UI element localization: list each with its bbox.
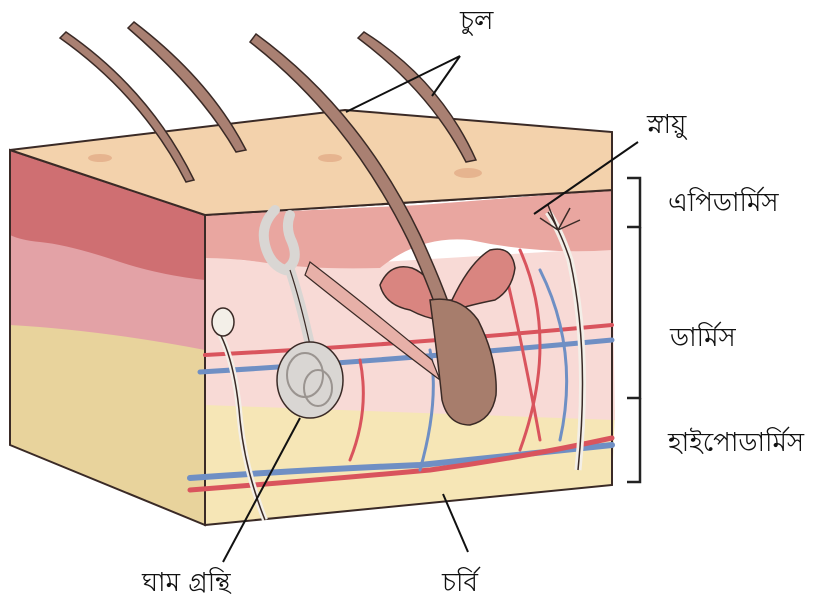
side-hypodermis (10, 320, 205, 525)
label-fat: চর্বি (442, 570, 478, 596)
label-hypodermis: হাইপোডার্মিস (668, 430, 804, 456)
label-hair: চুল (460, 8, 493, 34)
label-sweat-gland: ঘাম গ্রন্থি (142, 570, 231, 596)
layer-brackets (627, 178, 654, 482)
label-dermis: ডার্মিস (670, 325, 736, 351)
label-nerve: স্নায়ু (647, 112, 686, 138)
label-epidermis: এপিডার্মিস (668, 190, 779, 216)
